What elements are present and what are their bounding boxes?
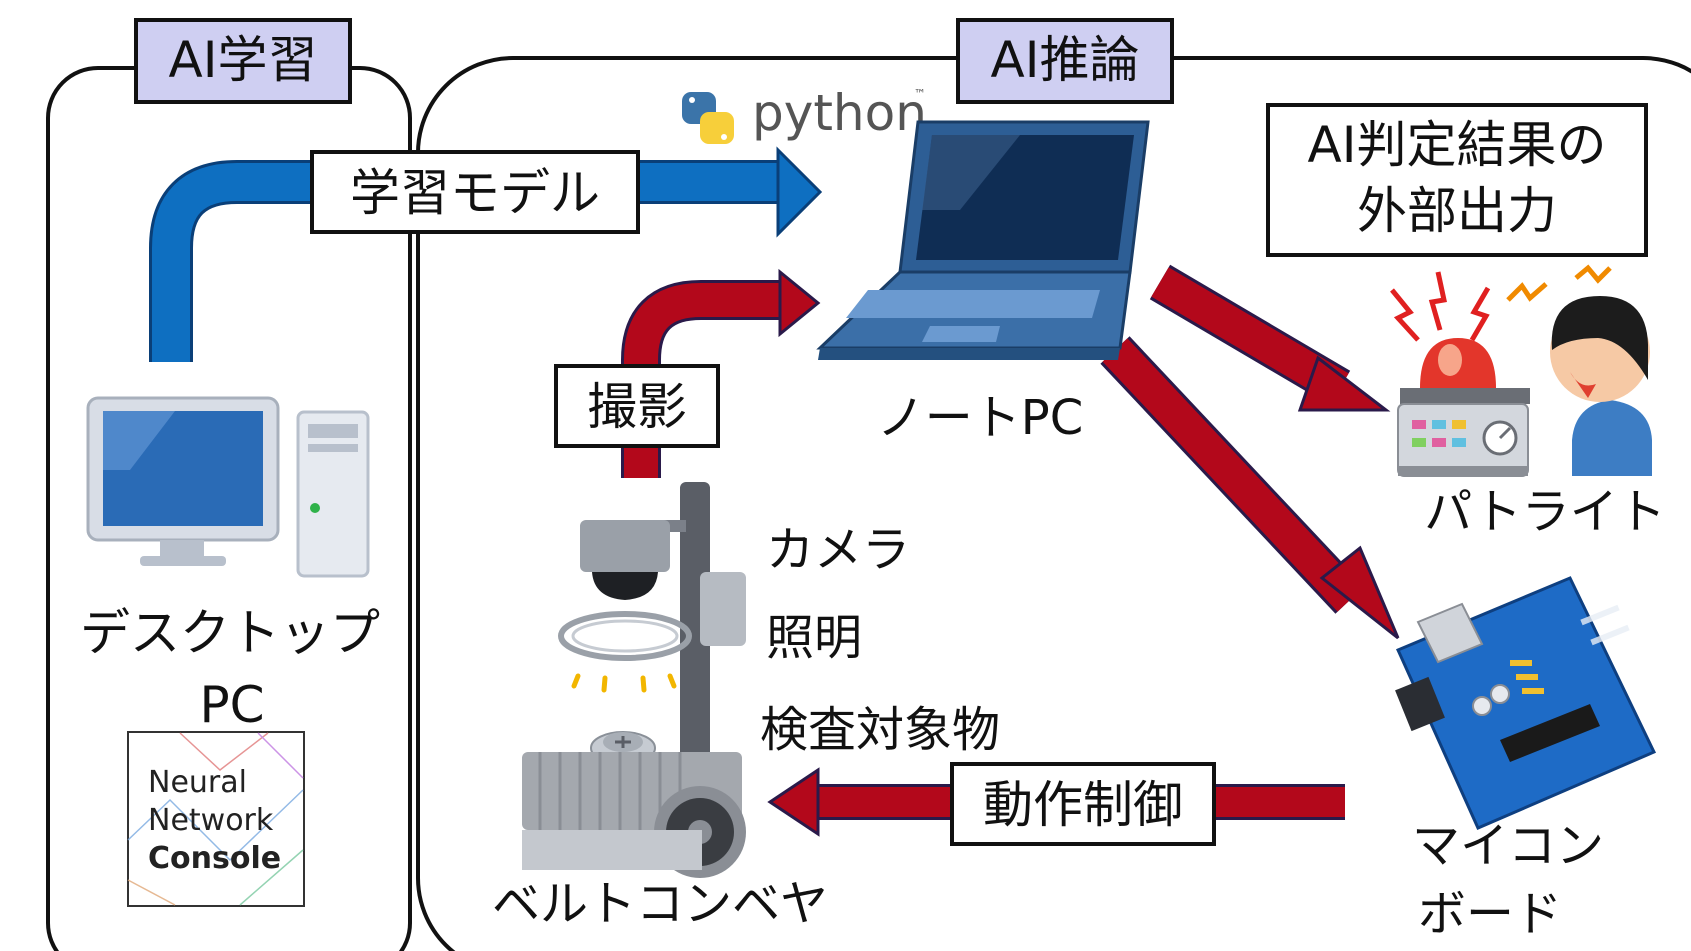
- capture-arrow: [621, 268, 821, 478]
- camera-stand-icon: [580, 482, 746, 782]
- microcontroller-label-line1: マイコン: [1412, 818, 1604, 874]
- training-section-label: AI学習: [134, 18, 352, 104]
- to-microcontroller-arrow: [1100, 336, 1400, 640]
- capture-label: 撮影: [554, 364, 720, 448]
- ring-light-icon: [558, 611, 692, 693]
- laptop-icon: [816, 120, 1150, 360]
- belt-conveyor-icon: [522, 752, 746, 878]
- motion-control-label: 動作制御: [950, 762, 1216, 846]
- object-label: 検査対象物: [760, 702, 1000, 758]
- nnc-line1: Neural: [148, 765, 247, 800]
- microcontroller-icon: [1395, 576, 1657, 830]
- python-tm: ™: [914, 87, 926, 101]
- svg-text:AI判定結果の: AI判定結果の: [1308, 116, 1607, 174]
- python-logo: python ™: [682, 84, 927, 144]
- microcontroller-label-line2: ボード: [1418, 886, 1562, 942]
- desktop-label-line1: デスクトップ: [80, 604, 380, 662]
- patlite-label: パトライト: [1424, 484, 1665, 540]
- lighting-label: 照明: [766, 610, 862, 666]
- python-snake-icon: [682, 92, 734, 144]
- external-output-box: AI判定結果の 外部出力: [1266, 103, 1648, 257]
- camera-label: カメラ: [766, 522, 910, 578]
- to-patlite-arrow: [1149, 264, 1391, 412]
- belt-conveyor-label: ベルトコンベヤ: [492, 876, 828, 932]
- inference-section-label: AI推論: [956, 18, 1174, 104]
- worker-icon: [1550, 296, 1652, 476]
- alert-spark-icon: [1390, 264, 1612, 342]
- learned-model-arrow: [149, 146, 823, 362]
- svg-text:撮影: 撮影: [587, 378, 687, 436]
- svg-text:動作制御: 動作制御: [983, 776, 1183, 834]
- learned-model-label: 学習モデル: [310, 150, 640, 234]
- svg-text:外部出力: 外部出力: [1357, 182, 1557, 240]
- python-text: python: [752, 84, 927, 142]
- svg-text:AI推論: AI推論: [991, 31, 1140, 89]
- nnc-line2: Network: [148, 803, 274, 838]
- svg-text:AI学習: AI学習: [169, 31, 318, 89]
- desktop-label-line2: PC: [199, 676, 264, 734]
- desktop-pc-icon: [86, 396, 370, 578]
- patlite-icon: [1397, 338, 1530, 477]
- laptop-label: ノートPC: [877, 390, 1083, 446]
- nnc-logo: Neural Network Console: [127, 731, 305, 907]
- svg-text:学習モデル: 学習モデル: [350, 164, 600, 222]
- nnc-line3: Console: [148, 841, 281, 876]
